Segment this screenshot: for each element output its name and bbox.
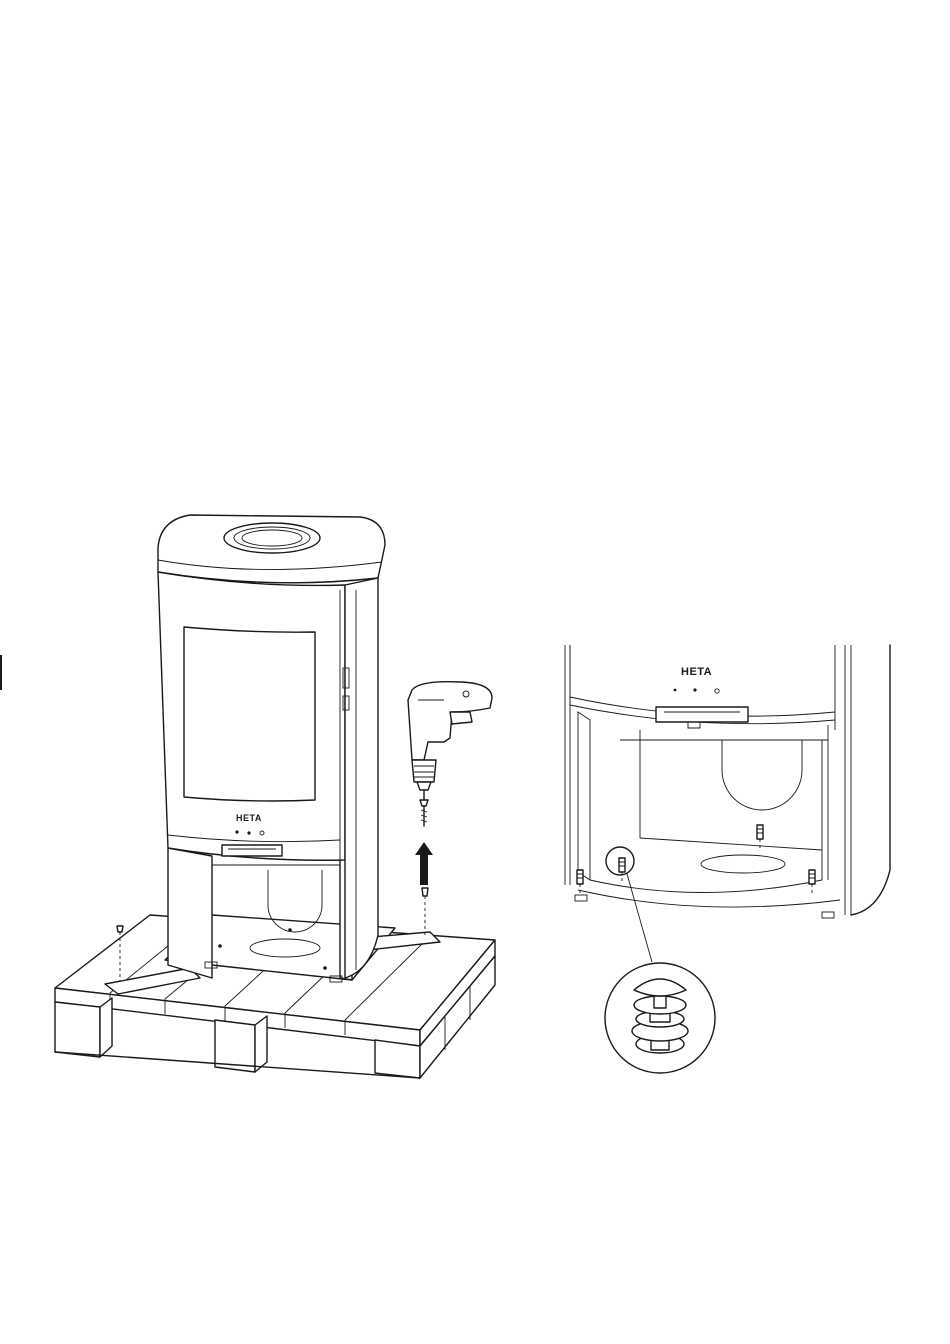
arrow-up-icon	[415, 842, 433, 885]
stove-brand-label: HETA	[236, 813, 262, 823]
detail-brand-label: HETA	[681, 666, 712, 678]
magnifier-callout-icon	[605, 847, 715, 1073]
detail-view	[565, 645, 890, 918]
drill-icon	[408, 682, 492, 826]
